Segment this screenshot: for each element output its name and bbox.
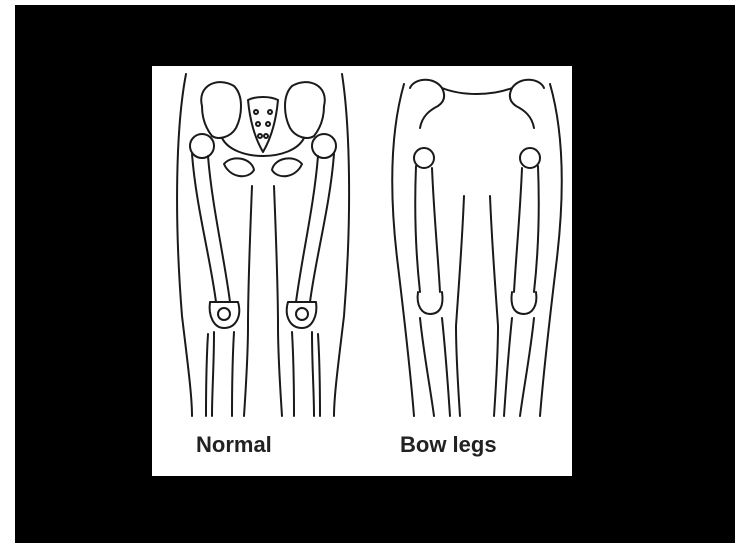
bow-inner-thigh-right bbox=[490, 196, 498, 416]
normal-patella-right bbox=[296, 308, 308, 320]
normal-femur-head-left bbox=[190, 134, 214, 158]
normal-obturator-right bbox=[272, 158, 302, 176]
bow-legs-drawing bbox=[392, 80, 561, 416]
normal-inner-thigh-right bbox=[274, 186, 282, 416]
leg-comparison-figure: Normal Bow legs bbox=[152, 66, 572, 476]
normal-patella-left bbox=[218, 308, 230, 320]
normal-knee-left bbox=[210, 302, 240, 328]
normal-femur-right bbox=[296, 154, 334, 302]
normal-obturator-left bbox=[224, 158, 254, 176]
normal-pelvis-right-wing bbox=[285, 82, 325, 138]
normal-tibia-right bbox=[292, 332, 314, 416]
bow-body-outline-right bbox=[540, 84, 562, 416]
bow-femur-head-right bbox=[520, 148, 540, 168]
normal-femur-head-right bbox=[312, 134, 336, 158]
bow-femur-right bbox=[514, 166, 539, 292]
normal-pelvis-left-wing bbox=[201, 82, 241, 138]
normal-knee-right bbox=[287, 302, 317, 328]
bow-pelvis-left bbox=[410, 80, 444, 128]
bow-tibia-left bbox=[420, 318, 450, 416]
bow-knee-left bbox=[418, 292, 443, 314]
bow-knee-right bbox=[512, 292, 537, 314]
bow-pelvis-right bbox=[510, 80, 544, 128]
normal-legs-drawing bbox=[177, 74, 349, 416]
bow-legs-label: Bow legs bbox=[400, 432, 497, 458]
normal-body-outline-left bbox=[177, 74, 192, 416]
bow-body-outline-left bbox=[392, 84, 414, 416]
normal-sacrum bbox=[248, 97, 278, 152]
normal-body-outline-right bbox=[334, 74, 349, 416]
normal-fibula-left bbox=[206, 334, 208, 416]
bow-femur-head-left bbox=[414, 148, 434, 168]
normal-pelvic-inlet bbox=[222, 138, 304, 156]
normal-fibula-right bbox=[318, 334, 320, 416]
bow-femur-left bbox=[415, 166, 440, 292]
bow-tibia-right bbox=[504, 318, 534, 416]
bow-pelvis-centre bbox=[442, 88, 512, 94]
normal-femur-left bbox=[192, 154, 230, 302]
leg-comparison-illustration bbox=[152, 66, 572, 476]
normal-label: Normal bbox=[196, 432, 272, 458]
normal-tibia-left bbox=[212, 332, 234, 416]
normal-inner-thigh-left bbox=[244, 186, 252, 416]
bow-inner-thigh-left bbox=[456, 196, 464, 416]
